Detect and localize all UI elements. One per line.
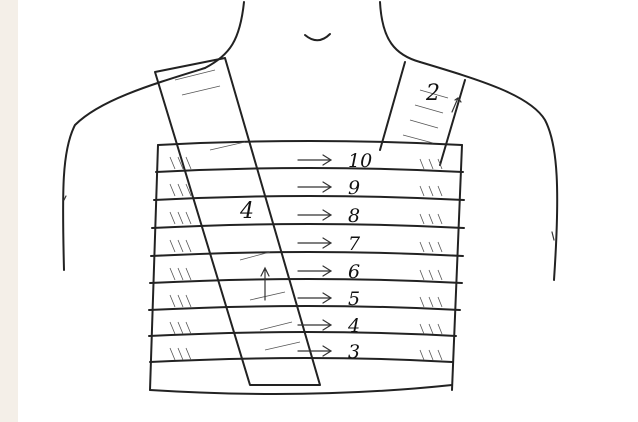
band-hatch bbox=[429, 242, 433, 252]
band-hatch bbox=[186, 240, 191, 252]
turn-edge bbox=[154, 196, 464, 200]
band-hatch bbox=[178, 268, 183, 280]
turn-label: 4 bbox=[347, 315, 360, 337]
band-hatch bbox=[186, 322, 191, 334]
turn-label: 10 bbox=[348, 150, 372, 172]
band-hatch bbox=[170, 212, 175, 224]
band-hatch bbox=[420, 159, 424, 169]
band-hatch bbox=[420, 214, 424, 224]
direction-arrow bbox=[298, 238, 331, 248]
circular-turns bbox=[149, 141, 464, 394]
band-hatch bbox=[429, 270, 433, 280]
band-hatch bbox=[429, 159, 433, 169]
band-hatch bbox=[429, 324, 433, 334]
torso-outline bbox=[63, 62, 557, 280]
turn-label: 3 bbox=[348, 341, 360, 363]
band-hatch bbox=[420, 350, 424, 360]
turn-label: 9 bbox=[348, 177, 360, 199]
band-hatch bbox=[186, 212, 191, 224]
turn-edge bbox=[150, 279, 462, 283]
band-hatch bbox=[186, 157, 191, 169]
band-hatch bbox=[186, 295, 191, 307]
torso-side bbox=[150, 385, 452, 394]
direction-arrow bbox=[298, 346, 331, 356]
direction-arrow bbox=[298, 293, 331, 303]
turn-edge bbox=[158, 141, 462, 145]
turn-label: 6 bbox=[348, 261, 360, 283]
turn-label: 7 bbox=[348, 233, 361, 255]
band-hatch bbox=[178, 212, 183, 224]
band-hatch bbox=[178, 322, 183, 334]
neck-outline bbox=[205, 2, 420, 68]
band-hatch bbox=[438, 186, 442, 196]
band-hatch bbox=[438, 350, 442, 360]
band-hatch bbox=[429, 214, 433, 224]
band-hatch bbox=[420, 297, 424, 307]
band-hatch bbox=[170, 157, 175, 169]
band-hatch bbox=[186, 348, 191, 360]
band-hatch bbox=[178, 184, 183, 196]
direction-arrow bbox=[298, 182, 331, 192]
band-hatch bbox=[420, 242, 424, 252]
band-hatch bbox=[438, 242, 442, 252]
turn-edge bbox=[149, 306, 460, 310]
turn-edge bbox=[149, 332, 456, 336]
torso-side bbox=[452, 145, 462, 390]
band-hatch bbox=[429, 186, 433, 196]
band-hatch bbox=[170, 184, 175, 196]
turn-edge bbox=[150, 358, 452, 362]
band-hatch bbox=[429, 350, 433, 360]
turn-edge bbox=[152, 224, 464, 228]
band-hatch bbox=[178, 348, 183, 360]
band-hatch bbox=[438, 270, 442, 280]
band-hatch bbox=[178, 240, 183, 252]
direction-arrow bbox=[298, 266, 331, 276]
strap-label-4: 4 bbox=[239, 199, 254, 224]
torso-side bbox=[150, 145, 158, 390]
band-hatch bbox=[170, 295, 175, 307]
direction-arrow bbox=[298, 155, 331, 165]
right-strap bbox=[380, 62, 465, 165]
band-hatch bbox=[170, 322, 175, 334]
band-hatch bbox=[420, 270, 424, 280]
turn-label: 8 bbox=[348, 205, 360, 227]
band-hatch bbox=[170, 348, 175, 360]
turn-label: 5 bbox=[348, 288, 360, 310]
diagonal-strap bbox=[155, 58, 320, 385]
band-hatch bbox=[438, 324, 442, 334]
turn-edge bbox=[156, 168, 463, 172]
band-hatch bbox=[438, 297, 442, 307]
direction-arrow bbox=[298, 210, 331, 220]
turn-edge bbox=[151, 252, 463, 256]
band-hatch bbox=[429, 297, 433, 307]
band-hatch bbox=[420, 186, 424, 196]
band-hatch bbox=[178, 295, 183, 307]
left-edge-tint bbox=[0, 0, 18, 422]
strap-label-2: 2 bbox=[425, 81, 440, 106]
band-hatch bbox=[438, 214, 442, 224]
band-hatch bbox=[170, 240, 175, 252]
band-hatch bbox=[420, 324, 424, 334]
band-hatch bbox=[186, 268, 191, 280]
band-hatch bbox=[170, 268, 175, 280]
